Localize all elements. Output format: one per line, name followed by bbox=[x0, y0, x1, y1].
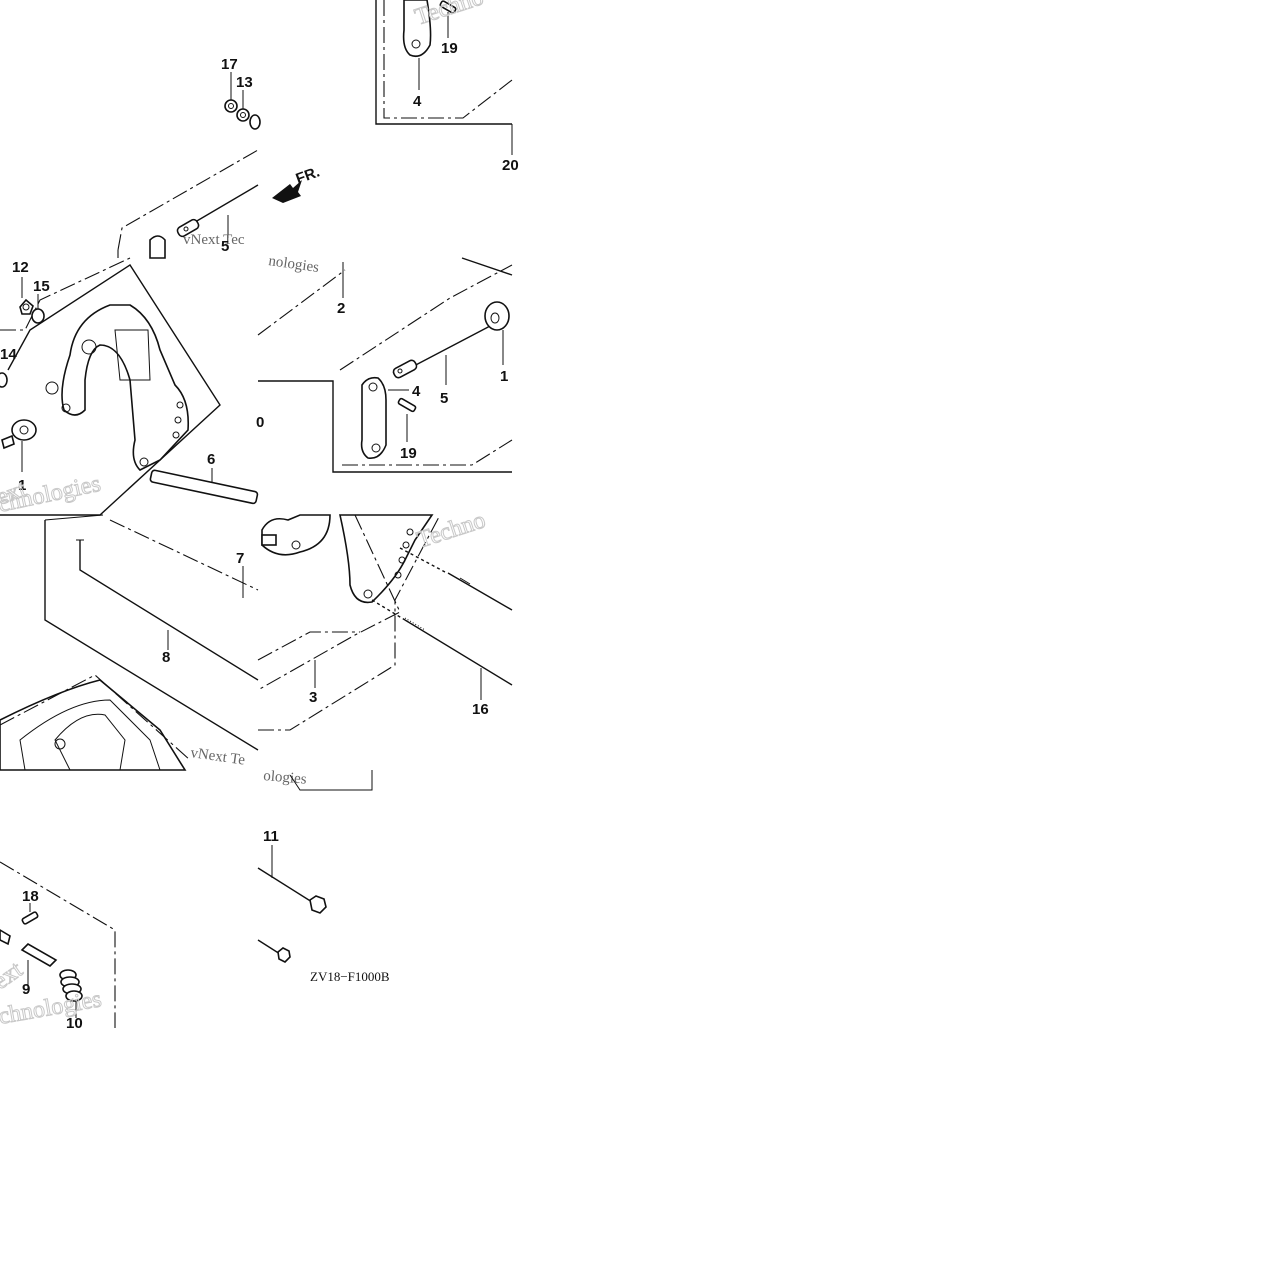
callout-19-middle: 19 bbox=[400, 445, 417, 462]
washer-upper bbox=[249, 114, 261, 130]
tile-lower-left: 7 8 vNext Te bbox=[0, 514, 259, 771]
bar-6-end bbox=[261, 534, 277, 546]
nut-17 bbox=[224, 99, 238, 113]
tile-bottom-left: 18 9 10 ext chnologies bbox=[0, 861, 116, 1032]
callout-8: 8 bbox=[162, 649, 170, 666]
callout-16: 16 bbox=[472, 701, 489, 718]
spring-10 bbox=[59, 969, 83, 1002]
drawing-code: ZV18−F1000B bbox=[310, 969, 390, 984]
tile-lower-right: 3 16 Techno ologies bbox=[257, 507, 513, 791]
nut-12 bbox=[19, 298, 34, 315]
callout-3: 3 bbox=[309, 689, 317, 706]
callout-18: 18 bbox=[22, 888, 39, 905]
washer-15 bbox=[31, 308, 45, 324]
rod-5-middle bbox=[392, 324, 493, 379]
rod-8 bbox=[76, 539, 259, 681]
bar-6 bbox=[149, 469, 259, 505]
callout-1-left: 1 bbox=[18, 477, 26, 494]
bracket-3-left-part bbox=[261, 514, 331, 556]
mount-bracket bbox=[45, 304, 190, 471]
callout-20: 20 bbox=[502, 157, 519, 174]
watermark-fragment-1: vNext Tec bbox=[183, 232, 245, 248]
callout-20-partial: 0 bbox=[256, 414, 264, 431]
tile-middle-right: 2 4 5 19 1 nologies bbox=[257, 253, 513, 473]
stud-upper bbox=[399, 547, 513, 611]
pin-19-middle bbox=[397, 397, 417, 413]
washer-13 bbox=[236, 108, 250, 122]
callout-1-right: 1 bbox=[500, 368, 508, 385]
tile-bottom-right: 11 ZV18−F1000B bbox=[257, 828, 390, 984]
callout-12: 12 bbox=[12, 259, 29, 276]
callout-19-upper: 19 bbox=[441, 40, 458, 57]
callout-5-middle: 5 bbox=[440, 390, 448, 407]
bracket-4-partial bbox=[149, 235, 166, 259]
svg-text:ologies: ologies bbox=[263, 768, 308, 788]
pin-19-upper bbox=[439, 0, 457, 14]
tile-upper-right: 19 4 20 Techno bbox=[375, 0, 519, 174]
callout-9: 9 bbox=[22, 981, 30, 998]
pin-9 bbox=[20, 943, 58, 967]
bracket-3 bbox=[339, 514, 434, 604]
bracket-lower-left bbox=[0, 679, 187, 771]
watermark-fragment-2: Techno bbox=[412, 0, 487, 31]
pin-18 bbox=[21, 911, 39, 925]
bolt-lower bbox=[257, 939, 291, 963]
rod-5-upper bbox=[176, 184, 259, 238]
mount-rubber-1-right bbox=[484, 301, 510, 331]
callout-15: 15 bbox=[33, 278, 50, 295]
callout-14: 14 bbox=[0, 346, 17, 363]
watermark-fragment-4: nologies bbox=[267, 253, 320, 276]
tile-upper-left: FR. 17 13 vNext Tec 5 bbox=[117, 56, 323, 259]
part-partial bbox=[0, 929, 11, 946]
callout-6: 6 bbox=[207, 451, 215, 468]
callout-4-middle: 4 bbox=[412, 383, 421, 400]
callout-4-upper: 4 bbox=[413, 93, 422, 110]
tile-middle-left: 12 15 14 1 6 0 ext chnologies bbox=[0, 257, 264, 518]
bracket-4-upper bbox=[402, 0, 432, 58]
callout-2: 2 bbox=[337, 300, 345, 317]
svg-text:chnologies: chnologies bbox=[0, 986, 103, 1030]
front-direction-arrow bbox=[272, 180, 302, 203]
watermark-fragment-5: vNext Te bbox=[189, 745, 246, 769]
bracket-4-middle bbox=[360, 376, 387, 460]
callout-10: 10 bbox=[66, 1015, 83, 1032]
callout-11: 11 bbox=[263, 828, 279, 845]
callout-5-upper: 5 bbox=[221, 238, 229, 255]
bolt-11 bbox=[257, 867, 327, 914]
bolt-partial bbox=[1, 434, 15, 450]
callout-7: 7 bbox=[236, 550, 244, 567]
callout-13: 13 bbox=[236, 74, 253, 91]
callout-17: 17 bbox=[221, 56, 238, 73]
stud-16 bbox=[371, 599, 513, 686]
direction-marker: FR. bbox=[294, 164, 323, 188]
mount-rubber-1-left bbox=[11, 419, 37, 441]
washer-14 bbox=[0, 372, 8, 388]
